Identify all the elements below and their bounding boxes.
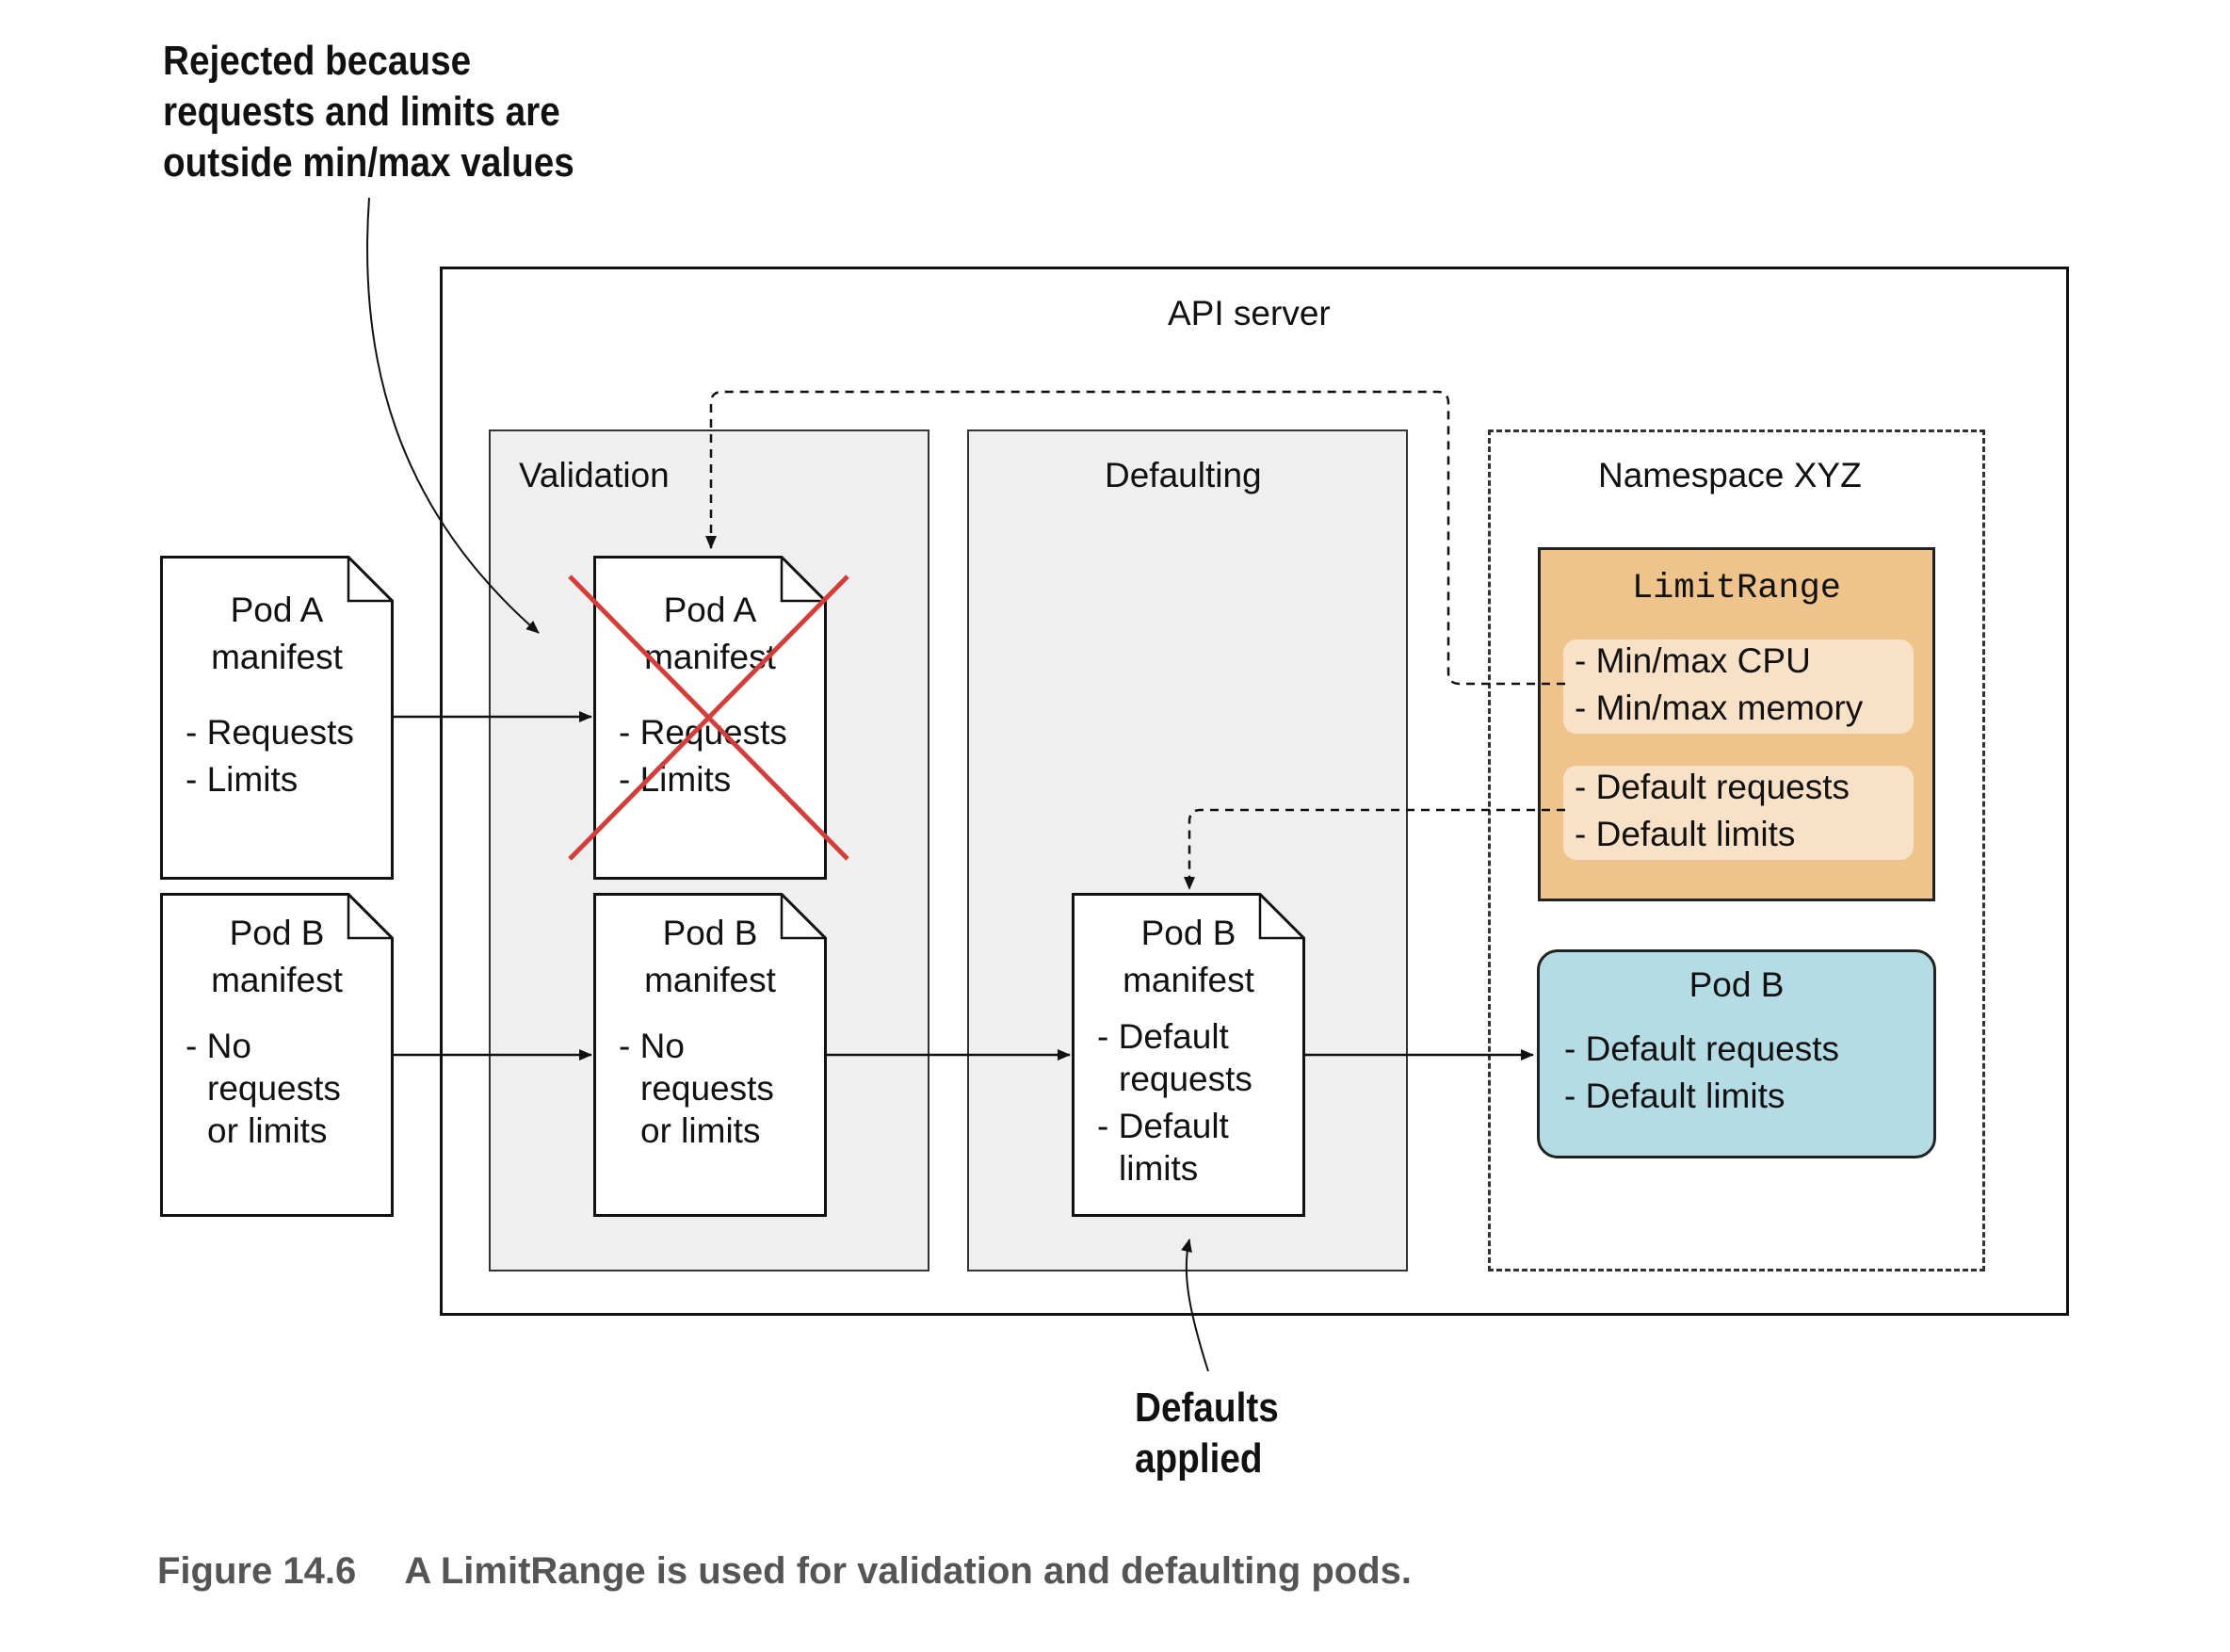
pod-b-object-default-limits: - Default limits: [1564, 1077, 1786, 1115]
pod-a-manifest-incoming: Pod A manifest - Requests - Limits: [160, 556, 394, 880]
pod-b-defaulted-default-2: - Default: [1097, 1107, 1229, 1145]
limit-range-default-requests: - Default requests: [1575, 768, 1850, 806]
pod-b-object-title: Pod B: [1689, 965, 1785, 1004]
pod-b-object-default-requests: - Default requests: [1564, 1029, 1840, 1068]
pod-b-defaulted-default-1: - Default: [1097, 1017, 1229, 1056]
limit-range-minmax-memory: - Min/max memory: [1575, 688, 1864, 727]
pod-b-defaulted-title-line-2: manifest: [1123, 961, 1254, 999]
rejected-annotation-line-2: requests and limits are: [163, 89, 560, 135]
defaults-annotation-line-1: Defaults: [1135, 1385, 1279, 1431]
pod-a-manifest-rejected: Pod A manifest - Requests - Limits: [593, 556, 827, 880]
pod-a-rejected-limits: - Limits: [619, 760, 732, 799]
rejected-annotation: Rejected because requests and limits are…: [163, 36, 574, 188]
figure-number: Figure 14.6: [157, 1550, 357, 1592]
pod-b-no: - No: [186, 1027, 251, 1065]
figure-caption-text: A LimitRange is used for validation and …: [404, 1550, 1413, 1592]
namespace-label: Namespace XYZ: [1598, 456, 1862, 494]
rejected-annotation-line-1: Rejected because: [163, 38, 472, 84]
defaults-annotation-line-2: applied: [1135, 1435, 1263, 1482]
pod-b-defaulted-requests: requests: [1119, 1060, 1252, 1098]
pod-b-validated-title-line-1: Pod B: [662, 914, 758, 952]
defaults-annotation: Defaults applied: [1135, 1383, 1279, 1484]
defaulting-label: Defaulting: [1105, 456, 1262, 494]
pod-b-validated-requests: requests: [640, 1069, 774, 1108]
pod-a-rejected-requests: - Requests: [619, 713, 787, 752]
pod-b-title-line-1: Pod B: [229, 914, 325, 952]
figure-caption: Figure 14.6 A LimitRange is used for val…: [157, 1550, 1412, 1593]
pod-b-defaulted-title-line-1: Pod B: [1140, 914, 1236, 952]
pod-a-requests: - Requests: [186, 713, 354, 752]
pod-b-validated-or-limits: or limits: [640, 1111, 761, 1150]
validation-label: Validation: [519, 456, 670, 494]
pod-b-validated-title-line-2: manifest: [644, 961, 776, 999]
pod-b-or-limits: or limits: [207, 1111, 328, 1150]
pod-b-defaulted-limits: limits: [1119, 1149, 1199, 1188]
pod-b-manifest-validated: Pod B manifest - No requests or limits: [593, 893, 827, 1217]
pod-b-manifest-incoming: Pod B manifest - No requests or limits: [160, 893, 394, 1217]
pod-b-object: Pod B - Default requests - Default limit…: [1537, 949, 1936, 1158]
pod-a-title-line-2: manifest: [211, 638, 343, 676]
limit-range-box: LimitRange - Min/max CPU - Min/max memor…: [1538, 547, 1935, 901]
pod-a-limits: - Limits: [186, 760, 299, 799]
rejected-annotation-line-3: outside min/max values: [163, 139, 574, 186]
limit-range-defaults-group: - Default requests - Default limits: [1563, 766, 1914, 860]
document-shape: [160, 556, 394, 880]
pod-b-validated-no: - No: [619, 1027, 685, 1065]
document-shape: [160, 893, 394, 1217]
document-shape: [1072, 893, 1305, 1217]
pod-a-rejected-title-line-1: Pod A: [663, 591, 757, 629]
pod-a-rejected-title-line-2: manifest: [644, 638, 776, 676]
pod-a-title-line-1: Pod A: [230, 591, 324, 629]
pod-b-requests: requests: [207, 1069, 341, 1108]
limit-range-title: LimitRange: [1631, 569, 1842, 608]
limit-range-default-limits: - Default limits: [1575, 815, 1796, 853]
pod-b-title-line-2: manifest: [211, 961, 343, 999]
limit-range-minmax-group: - Min/max CPU - Min/max memory: [1563, 640, 1914, 734]
pod-b-manifest-defaulted: Pod B manifest - Default requests - Defa…: [1072, 893, 1305, 1217]
limit-range-minmax-cpu: - Min/max CPU: [1575, 641, 1811, 680]
api-server-label: API server: [1168, 294, 1331, 332]
document-shape: [593, 893, 827, 1217]
